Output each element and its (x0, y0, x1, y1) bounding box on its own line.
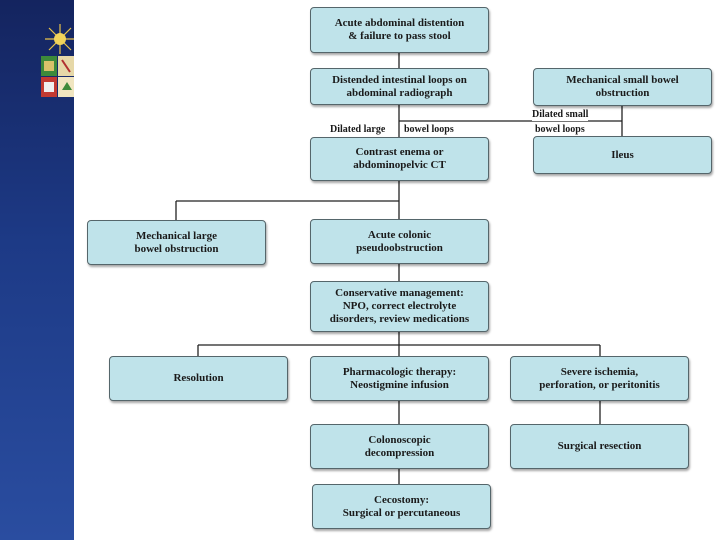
university-crest-logo (41, 24, 74, 97)
node-mechanical-large-bowel: Mechanical large bowel obstruction (87, 220, 266, 265)
node-acute-distention: Acute abdominal distention & failure to … (310, 7, 489, 53)
node-severe-ischemia: Severe ischemia, perforation, or periton… (510, 356, 689, 401)
edge-label-dilated-large: Dilated large (330, 124, 386, 136)
node-resolution: Resolution (109, 356, 288, 401)
node-colonoscopic-decompression: Colonoscopic decompression (310, 424, 489, 469)
node-acute-pseudoobstruction: Acute colonic pseudoobstruction (310, 219, 489, 264)
node-contrast-enema: Contrast enema or abdominopelvic CT (310, 137, 489, 181)
node-distended-loops: Distended intestinal loops on abdominal … (310, 68, 489, 105)
slide-sidebar (0, 0, 74, 540)
node-cecostomy: Cecostomy: Surgical or percutaneous (312, 484, 491, 529)
edge-label-bowel-loops-large: bowel loops (404, 124, 454, 136)
node-ileus: Ileus (533, 136, 712, 174)
node-surgical-resection: Surgical resection (510, 424, 689, 469)
node-conservative-management: Conservative management: NPO, correct el… (310, 281, 489, 332)
node-mechanical-small-bowel: Mechanical small bowel obstruction (533, 68, 712, 106)
edge-label-bowel-loops-small: bowel loops (535, 124, 585, 136)
edge-label-dilated-small: Dilated small (532, 109, 589, 121)
node-pharmacologic-therapy: Pharmacologic therapy: Neostigmine infus… (310, 356, 489, 401)
